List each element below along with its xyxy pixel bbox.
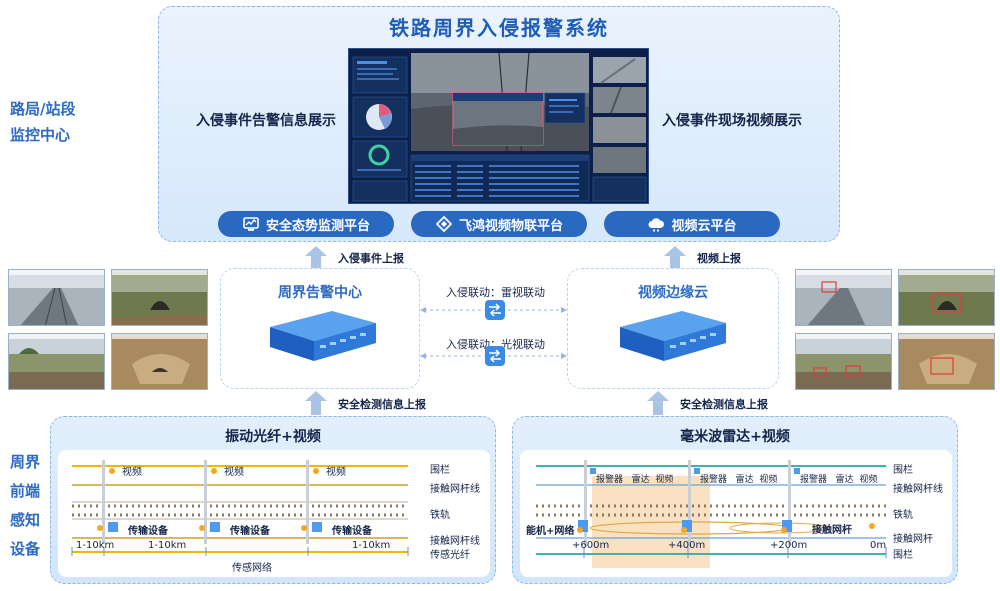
up-arrow-icon	[305, 246, 327, 256]
feihong-video-iot-platform-button[interactable]: 飞鸿视频物联平台	[411, 211, 587, 237]
server-icon	[620, 311, 726, 361]
side-label-line: 设备	[10, 540, 41, 558]
camera-thumbnail-detected	[898, 333, 995, 390]
radar-label: 雷达	[631, 475, 650, 485]
switch-icon	[485, 346, 505, 366]
arrow-shaft	[311, 256, 321, 268]
side-label-line: 周界	[10, 453, 41, 471]
camera-thumbnail-detected	[898, 269, 995, 326]
video-label: 视频	[759, 475, 778, 485]
side-label-line: 监控中心	[10, 126, 71, 144]
side-label-line: 路局/站段	[10, 100, 76, 118]
camera-thumbnail-detected	[795, 269, 892, 326]
flow-label-video-report: 视频上报	[697, 252, 741, 265]
monitor-chart-icon	[243, 217, 259, 231]
flow-label-safety-report: 安全检测信息上报	[680, 398, 768, 411]
distance-label: +200m	[770, 540, 808, 551]
switch-icon	[485, 300, 505, 320]
camera-thumbnail	[8, 333, 105, 390]
platform-label: 视频云平台	[671, 218, 737, 234]
video-label: 视频	[122, 467, 142, 478]
radar-label: 雷达	[835, 475, 854, 485]
alarm-label: 报警器	[700, 475, 728, 485]
video-label: 视频	[655, 475, 674, 485]
rail-label: 铁轨	[430, 510, 450, 521]
fence-label: 围栏	[893, 550, 913, 561]
arrow-shaft	[653, 401, 663, 415]
sensing-network-label: 传感网络	[232, 563, 272, 574]
alarm-label: 报警器	[800, 475, 828, 485]
camera-thumbnail	[111, 269, 208, 326]
up-arrow-icon	[647, 391, 669, 401]
alarm-info-caption: 入侵事件告警信息展示	[196, 113, 336, 129]
vibration-fiber-diagram	[58, 450, 490, 577]
mmwave-radar-title: 毫米波雷达+视频	[680, 429, 790, 445]
alarm-center-title: 周界告警中心	[278, 285, 362, 301]
cloud-icon	[648, 218, 665, 232]
up-arrow-icon	[305, 391, 327, 401]
catenary-line-label: 接触网杆线	[430, 536, 480, 547]
radar-layout-graphic	[536, 460, 887, 568]
gateway-device-label: 能机+网络	[526, 526, 575, 537]
side-label-line: 感知	[10, 511, 41, 529]
platform-label: 安全态势监测平台	[265, 218, 370, 234]
up-arrow-icon	[664, 246, 686, 256]
alarm-label: 报警器	[596, 475, 624, 485]
sensing-fiber-label: 传感光纤	[430, 550, 470, 561]
video-label: 视频	[326, 467, 346, 478]
fence-label: 围栏	[893, 465, 913, 476]
device-group-label: 报警器 雷达 视频	[596, 472, 673, 485]
video-label: 视频	[224, 467, 244, 478]
arrow-shaft	[311, 401, 321, 415]
linkage-lines	[420, 307, 567, 359]
link-label-optical-video: 入侵联动：光视联动	[446, 338, 545, 351]
safety-monitoring-platform-button[interactable]: 安全态势监测平台	[218, 211, 394, 237]
vibration-fiber-title: 振动光纤+视频	[225, 429, 321, 445]
dashboard-graphic	[349, 49, 648, 203]
side-label-front-devices: 周界 前端 感知 设备	[10, 448, 40, 564]
video-display-caption: 入侵事件现场视频展示	[662, 113, 802, 129]
distance-label: 1-10km	[148, 540, 187, 551]
transmission-device-label: 传输设备	[230, 526, 270, 537]
catenary-line-label: 接触网杆线	[430, 484, 480, 495]
transmission-device-label: 传输设备	[332, 526, 372, 537]
distance-label: 1-10km	[76, 540, 115, 551]
edge-cloud-title: 视频边缘云	[638, 285, 708, 301]
catenary-line-label: 接触网杆线	[893, 484, 943, 495]
fiber-layout-graphic	[71, 460, 409, 556]
server-icon	[270, 311, 376, 361]
arrow-shaft	[670, 256, 680, 268]
rail-label: 铁轨	[893, 510, 913, 521]
radar-label: 雷达	[735, 475, 754, 485]
side-label-control-center: 路局/站段 监控中心	[10, 96, 75, 148]
camera-thumbnail	[8, 269, 105, 326]
distance-label: +600m	[572, 540, 610, 551]
catenary-pole-label: 接触网杆	[893, 534, 933, 545]
distance-label: 1-10km	[352, 540, 391, 551]
dashboard-screenshot	[348, 48, 649, 204]
link-label-radar-video: 入侵联动：雷视联动	[446, 286, 545, 299]
transmission-device-label: 传输设备	[128, 526, 168, 537]
page-title: 铁路周界入侵报警系统	[389, 16, 609, 40]
side-label-line: 前端	[10, 482, 41, 500]
camera-thumbnail-detected	[795, 333, 892, 390]
fence-label: 围栏	[430, 465, 450, 476]
distance-label: +400m	[668, 540, 706, 551]
video-label: 视频	[859, 475, 878, 485]
flow-label-intrusion-report: 入侵事件上报	[338, 252, 404, 265]
catenary-pole-label: 接触网杆	[812, 525, 852, 536]
flow-label-safety-report: 安全检测信息上报	[338, 398, 426, 411]
distance-label: 0m	[870, 540, 887, 551]
camera-thumbnail	[111, 333, 208, 390]
video-cloud-platform-button[interactable]: 视频云平台	[604, 211, 780, 237]
device-group-label: 报警器 雷达 视频	[700, 472, 777, 485]
device-group-label: 报警器 雷达 视频	[800, 472, 877, 485]
platform-label: 飞鸿视频物联平台	[458, 218, 563, 234]
chain-link-icon	[435, 215, 453, 233]
